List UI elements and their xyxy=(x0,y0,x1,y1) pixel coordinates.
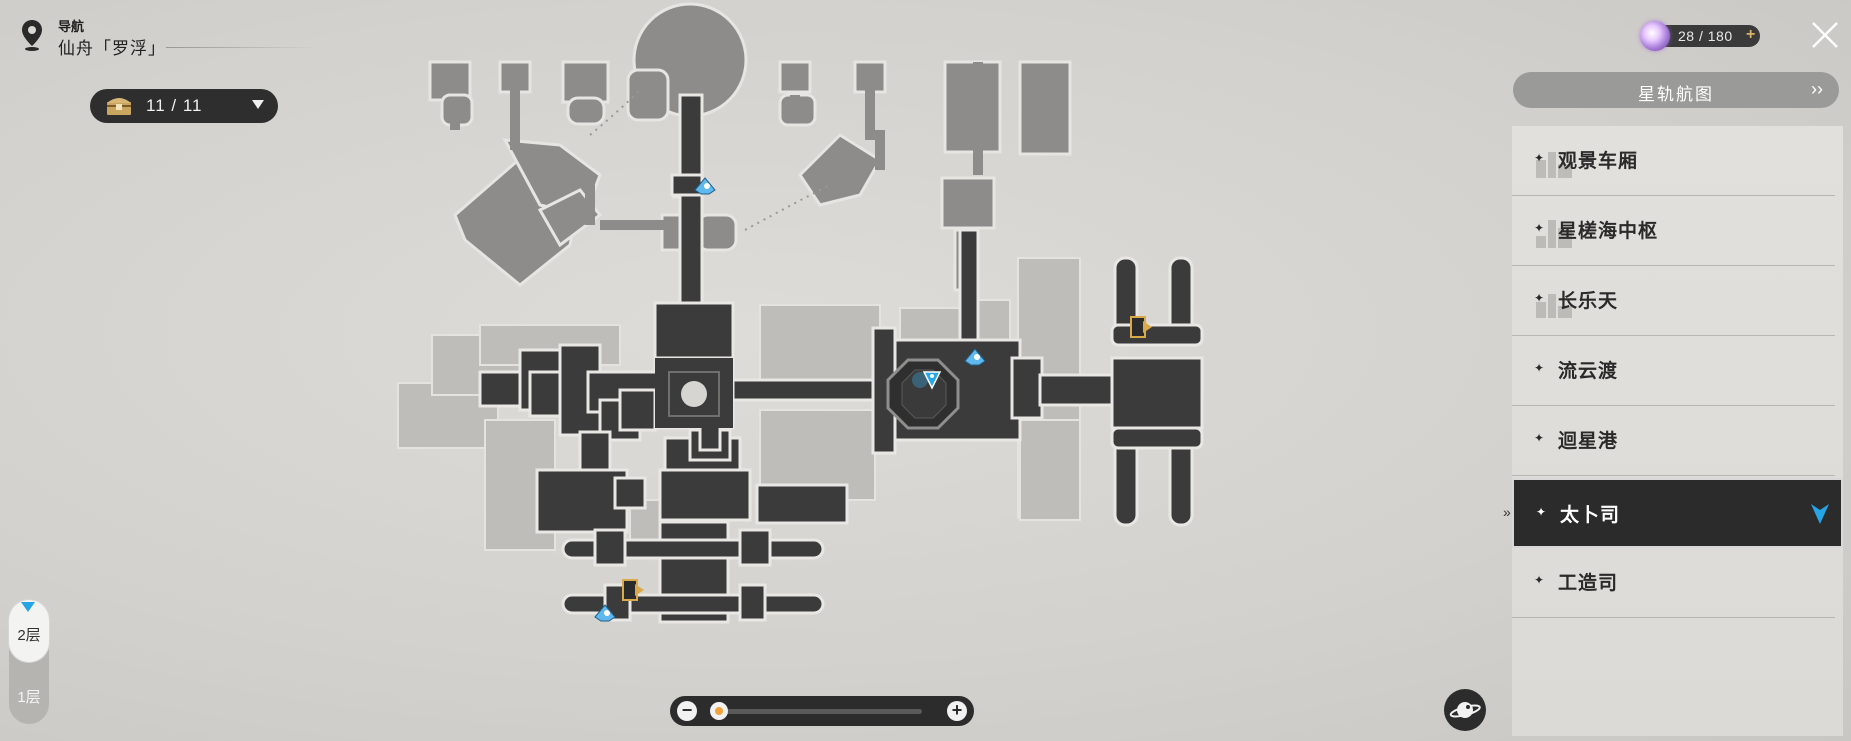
double-chevron-right-icon: ›› xyxy=(1811,79,1823,99)
teleport-anchor-icon[interactable] xyxy=(964,348,986,366)
zoom-in-button[interactable]: + xyxy=(947,701,967,721)
current-floor-icon xyxy=(21,602,35,612)
current-location-icon xyxy=(1811,504,1829,524)
divider xyxy=(1512,405,1835,406)
chest-count: 11 / 11 xyxy=(146,96,203,115)
star-icon: ✦ xyxy=(1534,431,1545,445)
planet-switch-button[interactable] xyxy=(1444,689,1486,731)
star-icon: ✦ xyxy=(1534,291,1545,305)
teleport-anchor-icon[interactable] xyxy=(594,604,616,622)
panel-title: 星轨航图 xyxy=(1638,85,1714,104)
area-item-selected[interactable]: ✦ 太卜司 xyxy=(1512,478,1843,548)
current-world-name: 仙舟「罗浮」 xyxy=(58,39,166,58)
area-label: 流云渡 xyxy=(1558,361,1619,382)
skyline-icon xyxy=(1536,152,1572,178)
player-location-icon xyxy=(922,371,942,390)
zoom-handle-core xyxy=(715,707,723,715)
area-list: ✦ 观景车厢 ✦ 星槎海中枢 ✦ 长乐天 ✦ 流云渡 ✦ 迴星港 ✦ 太卜司 ✦… xyxy=(1512,126,1843,736)
area-item[interactable]: ✦ 迴星港 xyxy=(1512,406,1843,476)
area-item[interactable]: ✦ 观景车厢 xyxy=(1512,126,1843,196)
zoom-handle[interactable] xyxy=(710,702,728,720)
divider xyxy=(1512,475,1835,476)
area-item[interactable]: ✦ 长乐天 xyxy=(1512,266,1843,336)
header-divider xyxy=(166,47,316,48)
zoom-slider[interactable]: − + xyxy=(670,696,974,726)
map-canvas[interactable] xyxy=(0,0,1500,741)
area-label: 长乐天 xyxy=(1558,291,1619,312)
navigation-header: 导航 仙舟「罗浮」 xyxy=(18,14,316,58)
treasure-chest-counter[interactable]: 11 / 11 xyxy=(90,89,278,123)
divider xyxy=(1512,335,1835,336)
add-power-button[interactable]: + xyxy=(1746,26,1756,43)
selection-pointer-icon: » xyxy=(1503,504,1511,520)
divider xyxy=(1512,265,1835,266)
star-icon: ✦ xyxy=(1536,505,1547,519)
teleport-anchor-icon[interactable] xyxy=(694,177,716,195)
trailblaze-power-icon xyxy=(1640,21,1670,51)
star-icon: ✦ xyxy=(1534,573,1545,587)
floor-label: 2层 xyxy=(17,627,41,644)
floor-button-1[interactable]: 1层 xyxy=(17,689,41,706)
area-label: 迴星港 xyxy=(1558,431,1619,452)
trailblaze-power-display[interactable]: 28 / 180 + xyxy=(1640,21,1762,51)
divider xyxy=(1512,617,1835,618)
area-item[interactable]: ✦ 星槎海中枢 xyxy=(1512,196,1843,266)
star-icon: ✦ xyxy=(1534,221,1545,235)
treasure-chest-icon xyxy=(107,98,131,115)
map-pin-icon xyxy=(22,20,42,51)
trailblaze-power-value: 28 / 180 xyxy=(1678,28,1733,44)
map-dotted-paths xyxy=(589,89,831,231)
star-icon: ✦ xyxy=(1534,151,1545,165)
area-label: 工造司 xyxy=(1558,573,1619,594)
area-item[interactable]: ✦ 工造司 xyxy=(1512,548,1843,618)
star-icon: ✦ xyxy=(1534,361,1545,375)
exit-door-icon[interactable] xyxy=(622,579,644,601)
planet-icon xyxy=(1449,702,1481,718)
navigation-label: 导航 xyxy=(58,19,85,34)
area-label: 太卜司 xyxy=(1560,505,1621,526)
skyline-icon xyxy=(1536,220,1572,248)
chevron-down-icon[interactable] xyxy=(252,100,264,109)
area-label: 星槎海中枢 xyxy=(1558,221,1659,242)
zoom-track[interactable] xyxy=(722,709,922,714)
currency-background xyxy=(1654,25,1760,47)
exit-door-icon[interactable] xyxy=(1130,316,1152,338)
divider xyxy=(1512,195,1835,196)
star-rail-map-button[interactable]: 星轨航图 ›› xyxy=(1513,72,1839,108)
skyline-icon xyxy=(1536,294,1572,318)
map-central-plaza xyxy=(655,358,733,428)
map-octagon-plaza xyxy=(886,358,960,430)
close-icon[interactable] xyxy=(1810,20,1840,50)
map-corridors-thin xyxy=(450,62,983,230)
zoom-out-button[interactable]: − xyxy=(677,701,697,721)
area-label: 观景车厢 xyxy=(1558,151,1639,172)
floor-button-2[interactable]: 2层 xyxy=(9,600,49,662)
area-item[interactable]: ✦ 流云渡 xyxy=(1512,336,1843,406)
